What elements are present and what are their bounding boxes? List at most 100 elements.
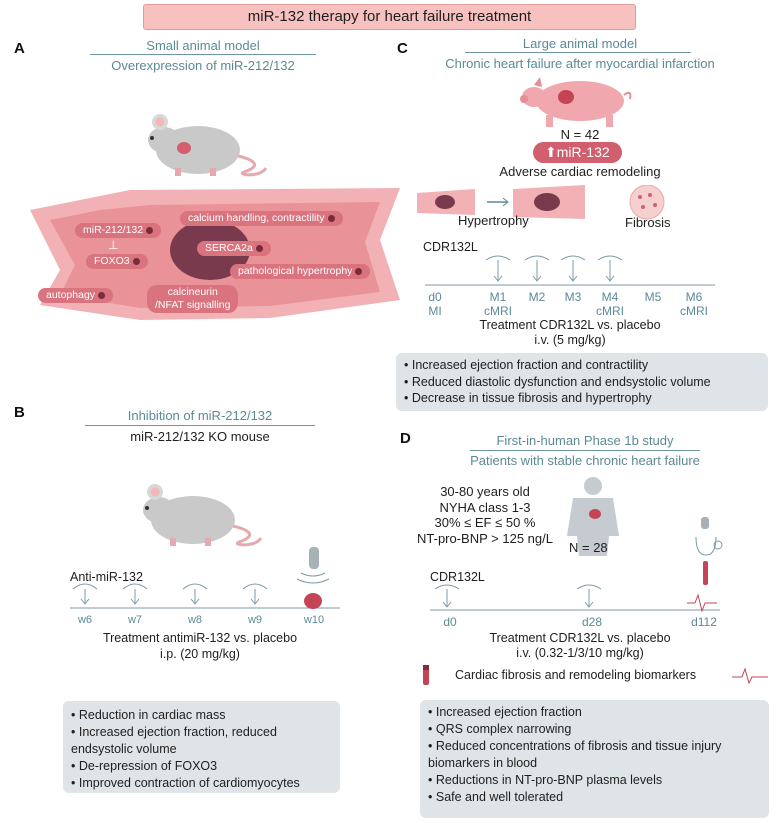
panel-d-result-2: Reduced concentrations of fibrosis and t… (428, 738, 761, 772)
calcineurin-label-1: calcineurin (167, 286, 218, 298)
panel-b-tick-2: w8 (187, 614, 203, 626)
panel-c-subheading: Chronic heart failure after myocardial i… (445, 56, 715, 71)
panel-d-letter: D (400, 430, 411, 447)
panel-d-criteria: 30-80 years old NYHA class 1-3 30% ≤ EF … (405, 484, 565, 546)
panel-c-timeline (425, 255, 715, 286)
panel-d-rule (470, 450, 700, 451)
panel-c-tick-4: M4 (601, 290, 619, 304)
panel-d-biomarkers: Cardiac fibrosis and remodeling biomarke… (455, 668, 697, 682)
panel-b-heading: Inhibition of miR-212/132 (127, 408, 273, 423)
hypertrophy-label: pathological hypertrophy (238, 265, 353, 277)
panel-c-tick-0: d0 (428, 290, 442, 304)
calcineurin-pill: calcineurin /NFAT signalling (147, 285, 239, 313)
panel-c-tick-3: M3 (564, 290, 582, 304)
panel-c-subtick-6: cMRI (680, 304, 708, 318)
figure-title: miR-132 therapy for heart failure treatm… (143, 4, 636, 30)
panel-d-subheading: Patients with stable chronic heart failu… (470, 453, 700, 468)
panel-a-rule (90, 54, 316, 55)
panel-c-rule (465, 52, 691, 53)
stethoscope-blood-icon (695, 517, 723, 585)
panel-d-result-0: Increased ejection fraction (428, 704, 761, 721)
injection-marker (72, 583, 268, 605)
panel-c-treatment-1: Treatment CDR132L vs. placebo (479, 318, 661, 332)
panel-d-timeline (430, 584, 720, 613)
panel-c-subtick-0: MI (428, 304, 442, 318)
panel-d-results: Increased ejection fraction QRS complex … (420, 700, 769, 818)
panel-c-mir: miR-132 (556, 144, 610, 160)
panel-a-subheading: Overexpression of miR-212/132 (111, 58, 295, 73)
panel-d-result-4: Safe and well tolerated (428, 789, 761, 806)
pig-illustration (520, 77, 632, 127)
panel-d-treatment-2: i.v. (0.32-1/3/10 mg/kg) (516, 646, 644, 660)
panel-d-tick-1: d28 (581, 615, 603, 629)
serca-pill: SERCA2a (197, 241, 271, 256)
panel-d-criterion-0: 30-80 years old (440, 484, 530, 499)
panel-d-heading: First-in-human Phase 1b study (496, 433, 674, 448)
inhibition-symbol: ⊥ (108, 238, 119, 252)
foxo3-pill: FOXO3 (86, 254, 148, 269)
panel-c-mir-badge: ⬆miR-132 (533, 142, 622, 163)
panel-c-remodeling: Adverse cardiac remodeling (499, 164, 661, 179)
down-arrow-icon (327, 214, 335, 222)
foxo3-label: FOXO3 (94, 255, 130, 267)
panel-c-result-0: Increased ejection fraction and contract… (404, 357, 760, 374)
panel-d-n: N = 28 (569, 540, 608, 555)
calcineurin-label-2: /NFAT signalling (155, 299, 231, 311)
serca-label: SERCA2a (205, 242, 253, 254)
panel-c-results: Increased ejection fraction and contract… (396, 353, 768, 411)
panel-c-tick-1: M1 (489, 290, 507, 304)
panel-d-criterion-3: NT-pro-BNP > 125 ng/L (417, 530, 553, 546)
panel-c-treatment-2: i.v. (5 mg/kg) (534, 333, 606, 347)
panel-d-drug: CDR132L (430, 570, 485, 584)
panel-c-tick-2: M2 (528, 290, 546, 304)
panel-c-result-1: Reduced diastolic dysfunction and endsys… (404, 374, 760, 391)
hypertrophy-fibrosis-illustration (417, 185, 665, 220)
panel-b-tick-4: w10 (303, 614, 325, 626)
calcium-pill: calcium handling, contractility (180, 211, 343, 226)
up-arrow-icon (355, 267, 363, 275)
panel-b-result-0: Reduction in cardiac mass (71, 707, 332, 724)
mir-212-132-label: miR-212/132 (83, 224, 144, 236)
panel-c-tick-6: M6 (685, 290, 703, 304)
mir-212-132-pill: miR-212/132 (75, 223, 162, 238)
panel-d-criterion-2: 30% ≤ EF ≤ 50 % (434, 515, 536, 530)
panel-b-tick-1: w7 (127, 614, 143, 626)
panel-b-drug: Anti-miR-132 (70, 570, 143, 584)
panel-c-fibrosis: Fibrosis (625, 215, 671, 230)
mouse-illustration-b (143, 484, 263, 547)
panel-a-letter: A (14, 40, 25, 57)
autophagy-pill: autophagy (38, 288, 114, 303)
up-arrow-icon: ⬆ (545, 144, 557, 160)
down-arrow-icon (255, 244, 263, 252)
panel-d-result-1: QRS complex narrowing (428, 721, 761, 738)
panel-b-result-1: Increased ejection fraction, reduced end… (71, 724, 332, 758)
panel-b-rule (85, 425, 315, 426)
ecg-icon (732, 667, 768, 685)
up-arrow-icon (146, 226, 154, 234)
down-arrow-icon (132, 257, 140, 265)
panel-a-heading: Small animal model (146, 38, 260, 53)
blood-tube-icon (423, 665, 429, 685)
hypertrophy-pill: pathological hypertrophy (230, 264, 371, 279)
down-arrow-icon (98, 291, 106, 299)
panel-b-result-3: Improved contraction of cardiomyocytes (71, 775, 332, 792)
panel-b-timeline (70, 547, 340, 609)
panel-c-heading: Large animal model (522, 36, 638, 51)
panel-d-tick-2: d112 (691, 615, 717, 629)
panel-c-hypertrophy: Hypertrophy (458, 213, 529, 228)
calcium-label: calcium handling, contractility (188, 212, 325, 224)
panel-c-letter: C (397, 40, 408, 57)
panel-b-subheading: miR-212/132 KO mouse (130, 429, 270, 444)
panel-c-drug: CDR132L (423, 240, 478, 254)
panel-c-subtick-4: cMRI (596, 304, 624, 318)
panel-c-subtick-1: cMRI (484, 304, 512, 318)
panel-d-treatment-1: Treatment CDR132L vs. placebo (489, 631, 671, 645)
panel-d-criterion-1: NYHA class 1-3 (439, 499, 531, 515)
panel-b-tick-0: w6 (77, 614, 93, 626)
panel-b-letter: B (14, 404, 25, 421)
panel-c-result-2: Decrease in tissue fibrosis and hypertro… (404, 390, 760, 407)
human-silhouette-icon (567, 477, 619, 556)
panel-b-result-2: De-repression of FOXO3 (71, 758, 332, 775)
panel-b-results: Reduction in cardiac mass Increased ejec… (63, 701, 340, 793)
panel-c-tick-5: M5 (644, 290, 662, 304)
